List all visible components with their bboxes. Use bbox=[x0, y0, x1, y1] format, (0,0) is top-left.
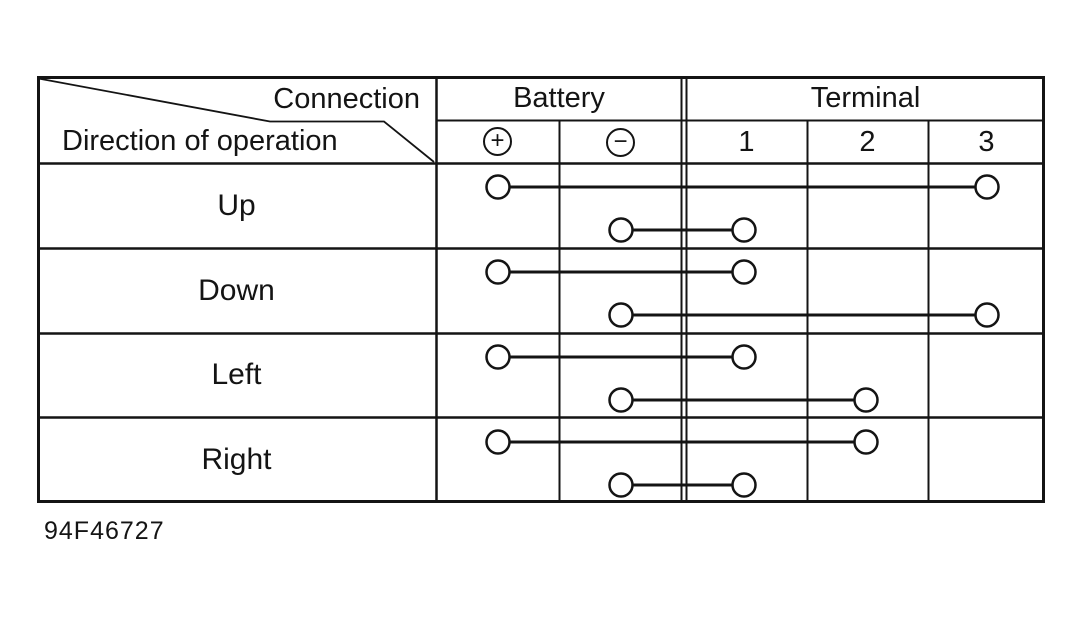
connection-node bbox=[608, 217, 634, 243]
connection-node bbox=[853, 429, 879, 455]
connection-node bbox=[974, 302, 1000, 328]
connection-table-grid bbox=[37, 76, 1045, 503]
connection-node bbox=[608, 472, 634, 498]
connection-node bbox=[485, 259, 511, 285]
table-outer-border bbox=[37, 76, 1045, 503]
connection-node bbox=[608, 302, 634, 328]
connection-node bbox=[853, 387, 879, 413]
row-label-down: Down bbox=[198, 273, 275, 307]
header-direction-label: Direction of operation bbox=[62, 125, 338, 157]
connection-node bbox=[485, 344, 511, 370]
terminal-col-1-label: 1 bbox=[738, 126, 755, 158]
battery-plus-icon: + bbox=[483, 127, 512, 156]
connection-node bbox=[485, 174, 511, 200]
row-label-left: Left bbox=[211, 358, 262, 391]
connection-node bbox=[731, 472, 757, 498]
connection-node bbox=[731, 217, 757, 243]
header-diagonal-divider bbox=[38, 77, 435, 163]
connection-node bbox=[608, 387, 634, 413]
connection-node bbox=[731, 344, 757, 370]
figure-code: 94F46727 bbox=[44, 517, 165, 545]
row-label-right: Right bbox=[201, 443, 272, 476]
connection-node bbox=[485, 429, 511, 455]
connection-lines-layer bbox=[485, 174, 1000, 498]
header-connection-label: Connection bbox=[273, 83, 420, 115]
connection-node bbox=[731, 259, 757, 285]
battery-minus-icon: − bbox=[606, 128, 635, 157]
header-battery-label: Battery bbox=[513, 82, 605, 114]
connection-node bbox=[974, 174, 1000, 200]
terminal-col-2-label: 2 bbox=[859, 126, 876, 158]
header-terminal-label: Terminal bbox=[810, 82, 921, 114]
row-label-up: Up bbox=[217, 188, 256, 222]
terminal-col-3-label: 3 bbox=[978, 126, 995, 158]
plus-symbol: + bbox=[490, 127, 505, 154]
minus-symbol: − bbox=[613, 128, 628, 155]
